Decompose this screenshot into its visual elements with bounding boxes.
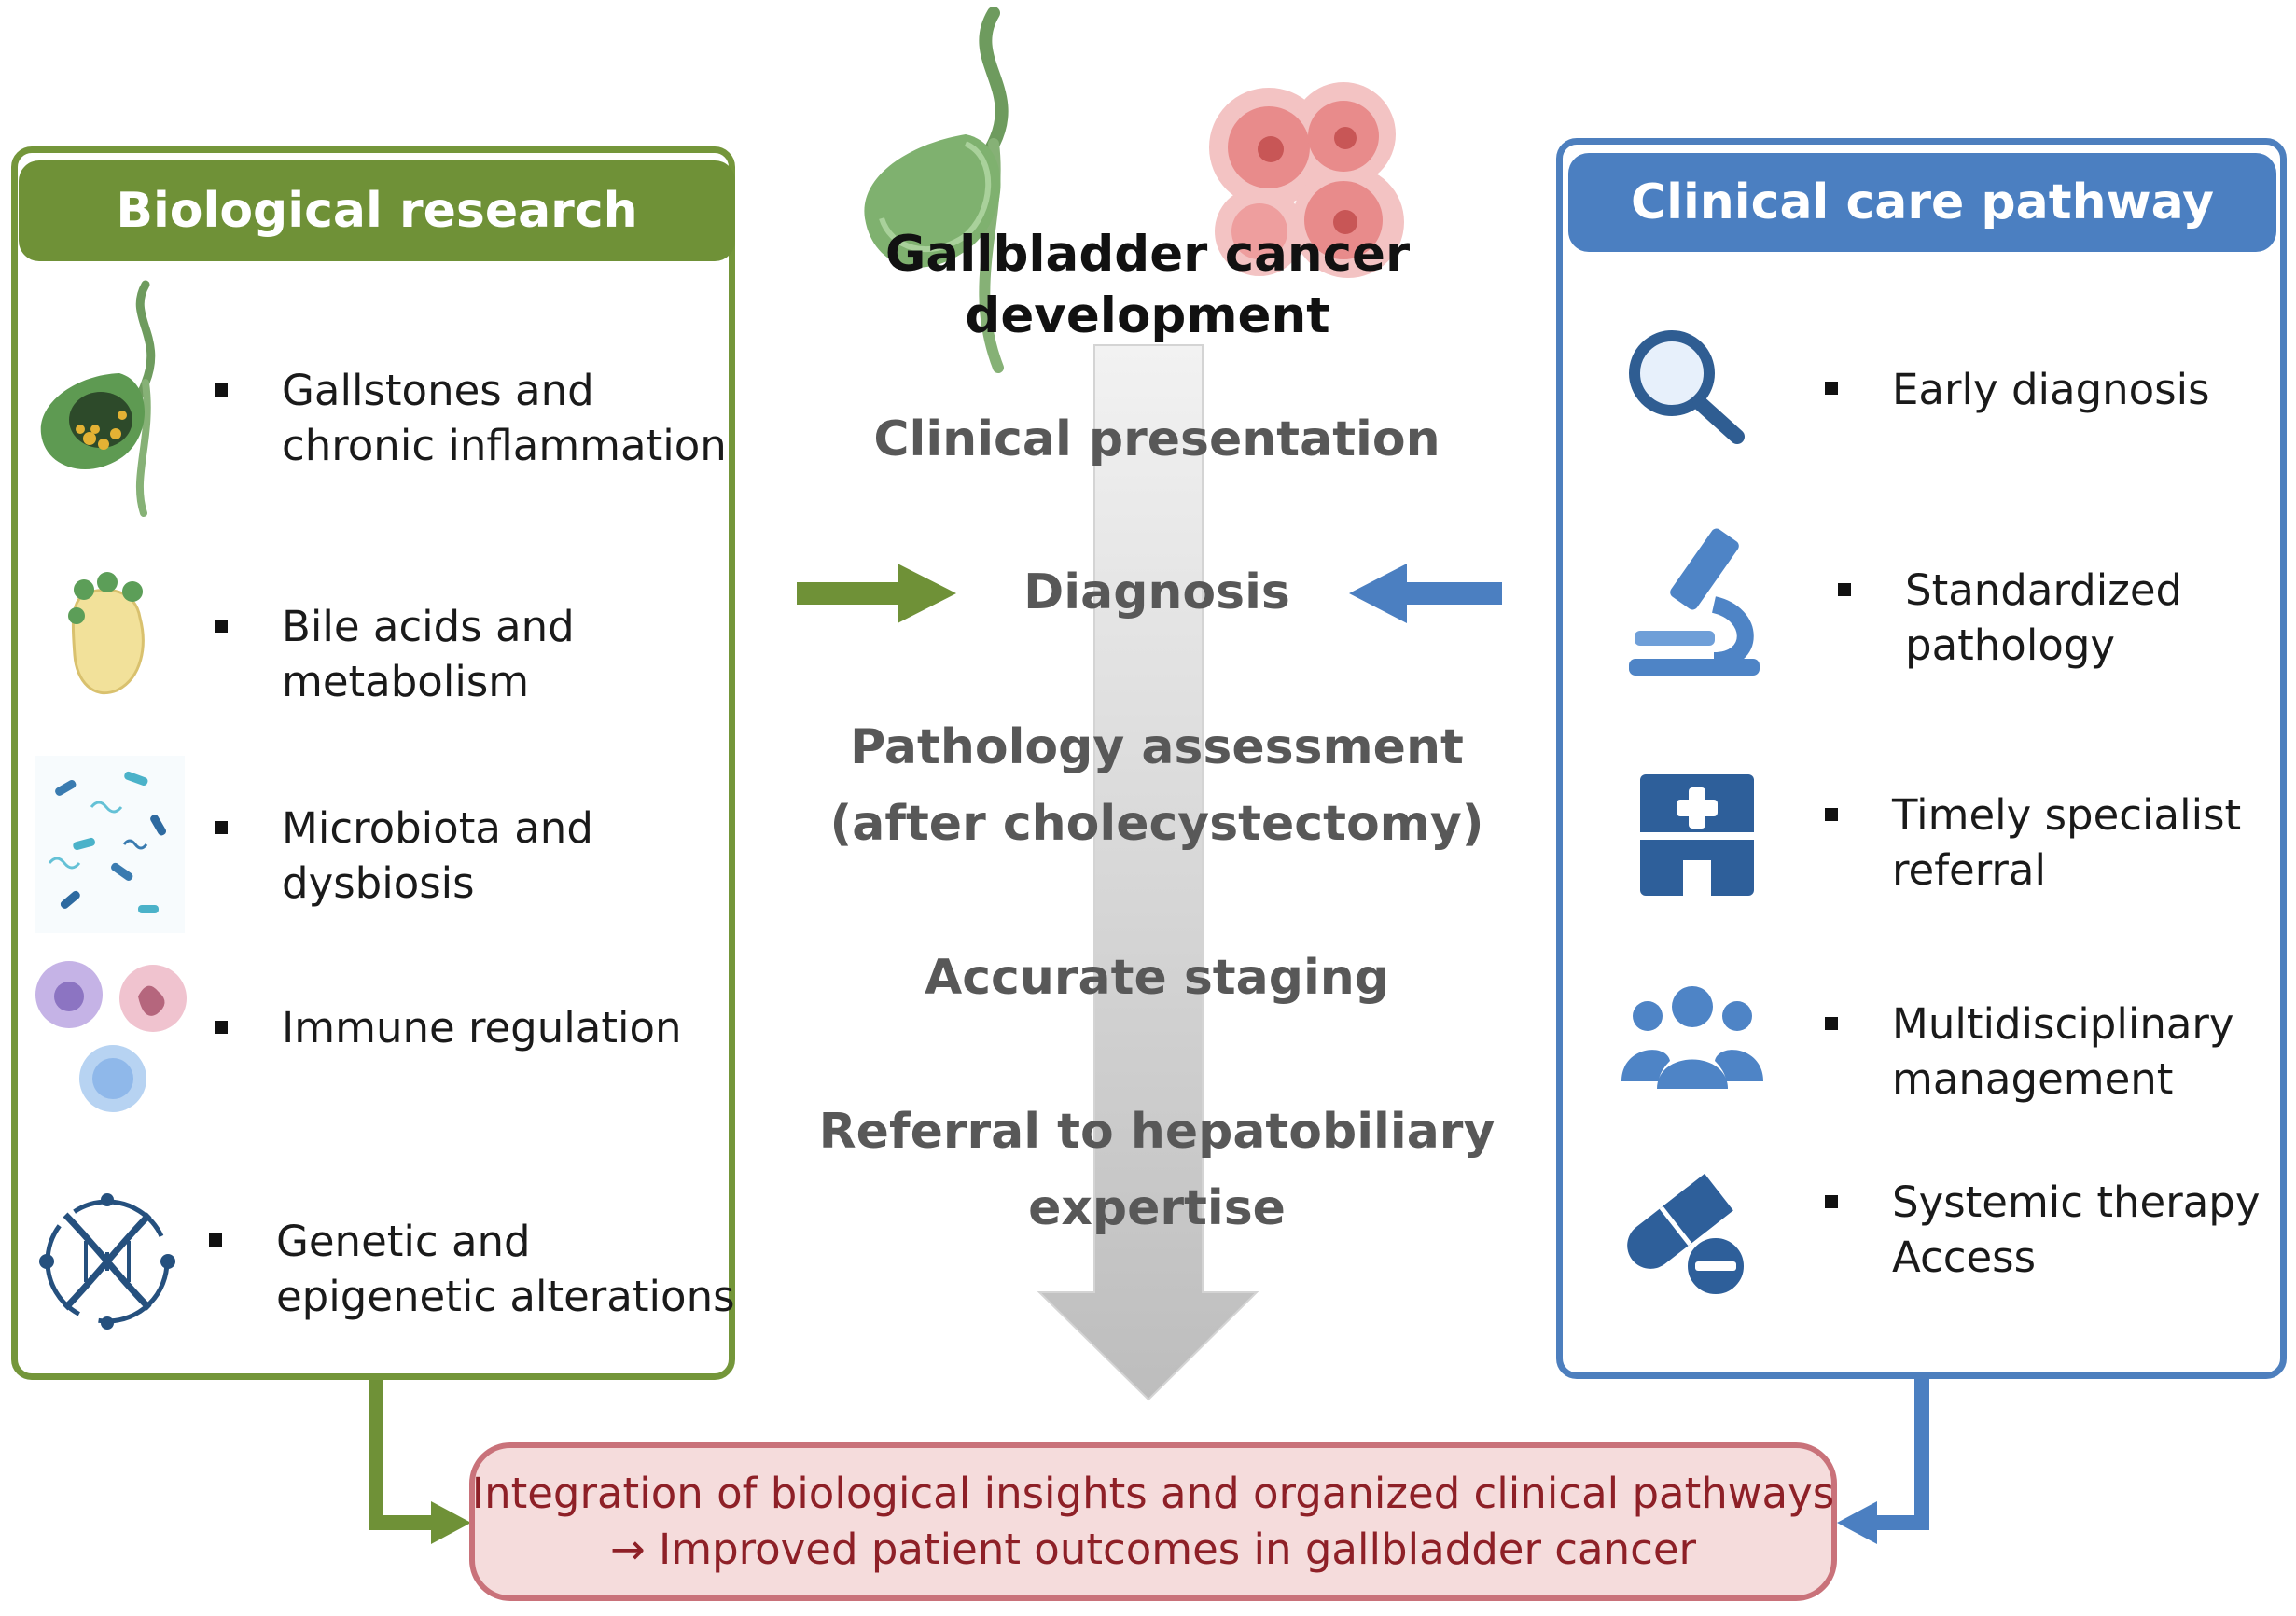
blue-arrow [1349, 564, 1502, 623]
immune-cells-icon [35, 961, 187, 1112]
outcome-line-1: Integration of biological insights and o… [471, 1469, 1835, 1518]
magnifier-icon [1629, 330, 1745, 444]
bio-item-immune: Immune regulation [282, 1003, 682, 1052]
center-title: Gallbladder cancer development [830, 224, 1465, 347]
care-item-timely-referral: Timely specialist referral [1892, 790, 2242, 895]
bio-item-bile-acids: Bile acids and metabolism [282, 602, 575, 706]
biological-research-header: Biological research [19, 160, 735, 261]
outcome-line-2: → Improved patient outcomes in gallbladd… [609, 1525, 1697, 1574]
care-item-systemic-therapy: Systemic therapy Access [1892, 1177, 2261, 1282]
bullet [215, 620, 228, 633]
care-item-multidisciplinary: Multidisciplinary management [1892, 999, 2234, 1104]
bullet [215, 383, 228, 397]
center-title-line-1: Gallbladder cancer [884, 226, 1411, 283]
care-item-early-diagnosis: Early diagnosis [1892, 365, 2210, 414]
gallbladder-stones-icon [40, 280, 156, 517]
pill-icon [1627, 1173, 1747, 1298]
blue-connector [1837, 1379, 1929, 1544]
bullet [215, 821, 228, 834]
bio-item-genetic: Genetic and epigenetic alterations [276, 1217, 735, 1321]
green-arrow [797, 564, 956, 623]
cancer-cells-illustration [1209, 82, 1404, 278]
progression-arrow [1037, 344, 1259, 1401]
bullet [1825, 382, 1838, 395]
bio-item-gallstones: Gallstones and chronic inflammation [282, 366, 727, 470]
center-title-line-2: development [965, 287, 1330, 344]
outcome-box: Integration of biological insights and o… [469, 1442, 1837, 1601]
step-expertise: expertise [1028, 1180, 1286, 1236]
step-clinical-presentation: Clinical presentation [873, 411, 1440, 467]
step-referral-hepatobiliary: Referral to hepatobiliary [818, 1104, 1496, 1160]
step-diagnosis: Diagnosis [1023, 564, 1290, 620]
bullet [1838, 583, 1851, 596]
microbiota-icon [35, 756, 185, 933]
bullet [1825, 808, 1838, 821]
step-pathology-assessment: Pathology assessment [850, 719, 1464, 775]
bullet [209, 1233, 222, 1247]
step-after-cholecystectomy: (after cholecystectomy) [829, 796, 1484, 852]
bullet [1825, 1195, 1838, 1208]
bullet [215, 1021, 228, 1034]
hospital-icon [1640, 774, 1754, 896]
bio-item-microbiota: Microbiota and dysbiosis [282, 803, 593, 908]
clinical-care-header: Clinical care pathway [1568, 153, 2276, 252]
bullet [1825, 1017, 1838, 1030]
microscope-icon [1629, 528, 1760, 676]
gallbladder-illustration [864, 7, 1009, 373]
bile-acid-icon [68, 572, 145, 695]
dna-icon [39, 1193, 175, 1330]
step-accurate-staging: Accurate staging [924, 950, 1390, 1006]
green-connector [369, 1379, 471, 1544]
team-icon [1621, 986, 1763, 1089]
care-item-standardized-pathology: Standardized pathology [1905, 565, 2183, 670]
